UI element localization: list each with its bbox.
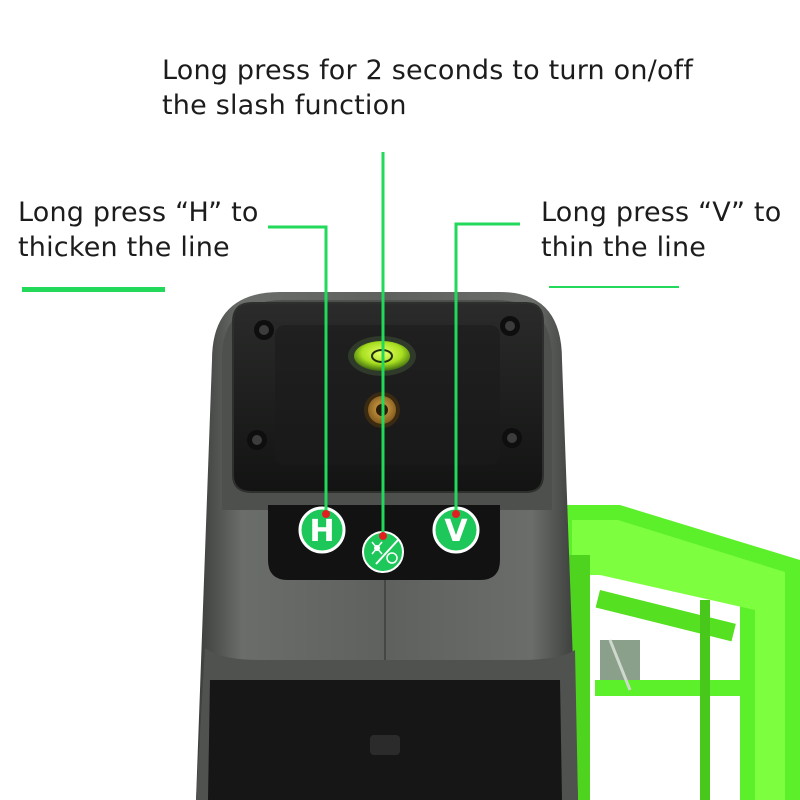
laser-power-icon: [371, 539, 399, 565]
h-button-annotation: Long press “H” to thicken the line: [18, 195, 259, 265]
screw-icon: [247, 430, 267, 450]
screw-icon: [500, 316, 520, 336]
v-button-label: V: [444, 514, 468, 549]
green-rotating-frame: [560, 505, 800, 800]
v-annotation-line-1: Long press “V” to: [541, 197, 782, 228]
slash-function-annotation: Long press for 2 seconds to turn on/off …: [162, 53, 693, 123]
right-accent-underline: [549, 286, 679, 288]
h-button-label: H: [309, 514, 334, 549]
screw-icon: [254, 320, 274, 340]
screw-icon: [502, 428, 522, 448]
slash-annotation-line-1: Long press for 2 seconds to turn on/off: [162, 55, 694, 86]
slash-annotation-line-2: the slash function: [162, 90, 407, 121]
h-annotation-line-1: Long press “H” to: [18, 197, 259, 228]
left-accent-underline: [22, 287, 165, 292]
v-annotation-line-2: thin the line: [541, 232, 707, 263]
v-button-annotation: Long press “V” to thin the line: [541, 195, 781, 265]
leader-lines: [268, 152, 520, 536]
v-marker-dot: [452, 510, 460, 518]
h-annotation-line-2: thicken the line: [18, 232, 230, 263]
slash-marker-dot: [379, 532, 387, 540]
h-button[interactable]: H: [298, 506, 346, 554]
v-button[interactable]: V: [432, 506, 480, 554]
h-marker-dot: [322, 510, 330, 518]
